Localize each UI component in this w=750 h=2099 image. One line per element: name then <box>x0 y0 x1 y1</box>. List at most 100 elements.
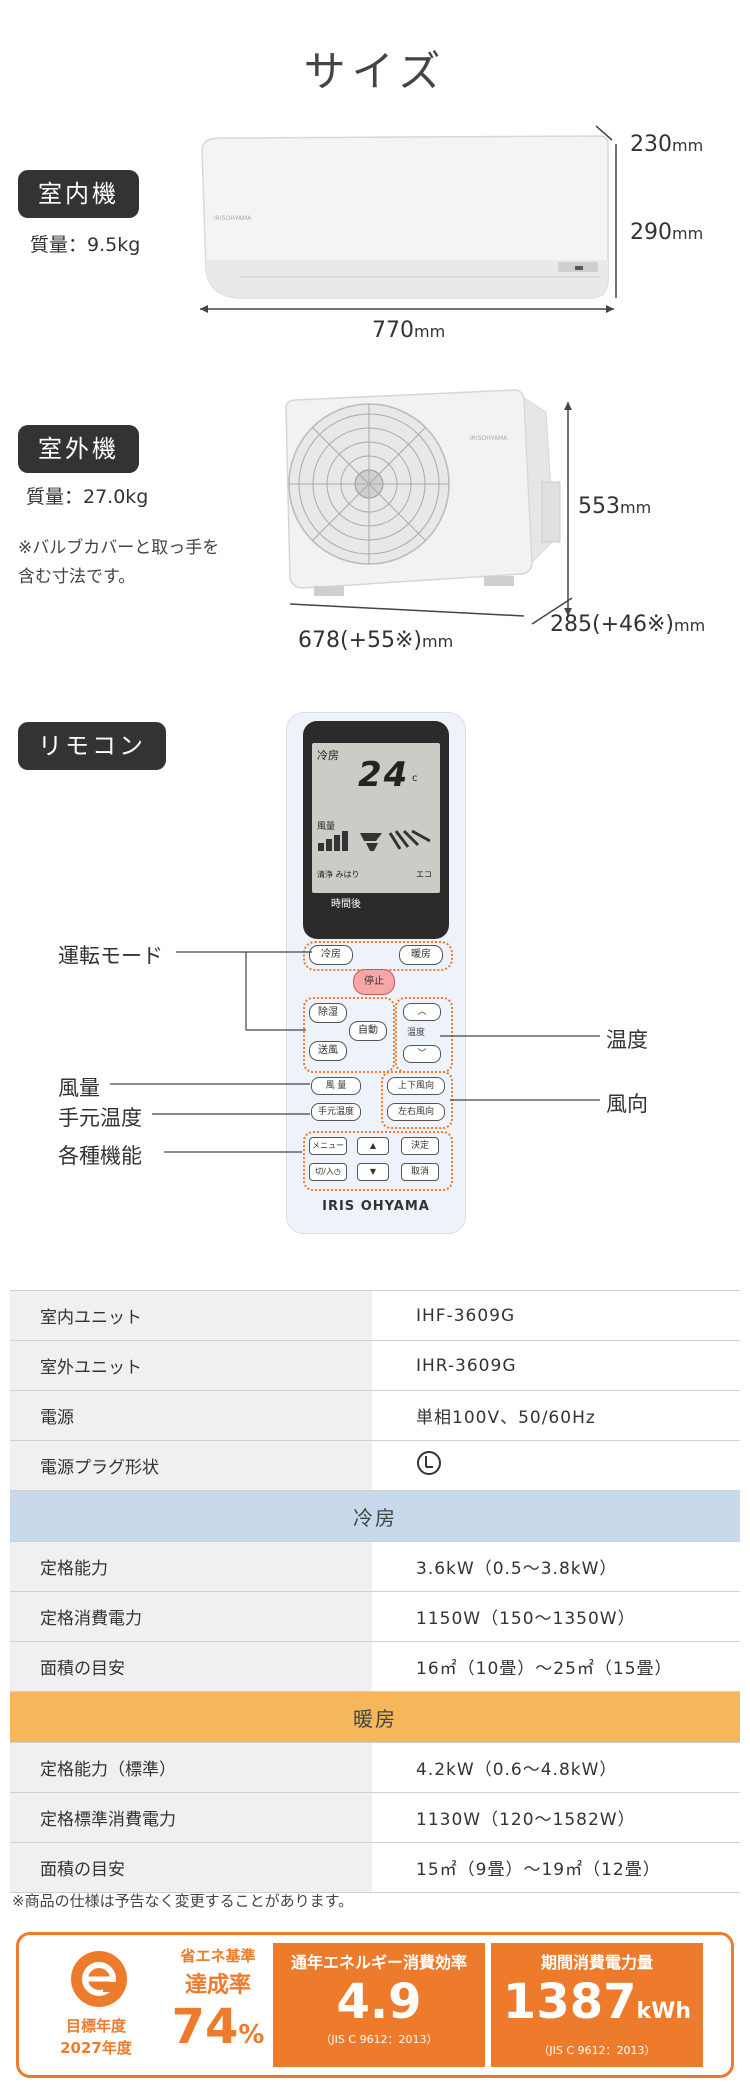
mode-group-highlight <box>303 997 395 1073</box>
spec-row: 定格能力（標準） 4.2kW（0.6～4.8kW） <box>10 1742 740 1793</box>
indoor-height: 290mm <box>630 220 704 245</box>
spec-row: 定格消費電力 1150W（150～1350W） <box>10 1592 740 1642</box>
spec-value: 16㎡（10畳）～25㎡（15畳） <box>416 1659 673 1679</box>
page-title: サイズ <box>303 47 447 96</box>
indoor-weight: 質量：9.5kg <box>30 234 141 256</box>
kwh-label: 期間消費電力量 <box>540 1953 653 1972</box>
horizontal-direction-button[interactable]: 左右風向 <box>387 1103 445 1121</box>
standard-label: 省エネ基準 <box>180 1947 256 1965</box>
stop-button[interactable]: 停止 <box>353 969 395 995</box>
spec-table: 室内ユニット IHF-3609G 室外ユニット IHR-3609G 電源 単相100V、5… <box>10 1290 740 1893</box>
remote-brand: IRIS OHYAMA <box>322 1199 430 1214</box>
spec-key: 室外ユニット <box>10 1341 372 1390</box>
plug-shape-icon <box>372 1450 442 1481</box>
indoor-brand-text: IRISOHYAMA <box>214 215 252 222</box>
apf-value: 4.9 <box>336 1974 422 2030</box>
spec-key: 電源 <box>10 1391 372 1440</box>
callout-mode: 運転モード <box>58 944 163 968</box>
lcd-eco: エコ <box>416 870 432 879</box>
heating-header: 暖房 <box>10 1692 740 1742</box>
outdoor-depth-arrow <box>531 597 573 625</box>
nav-down-button[interactable]: ▼ <box>357 1163 389 1181</box>
apf-panel: 通年エネルギー消費効率 4.9 （JIS C 9612：2013） <box>273 1943 485 2067</box>
menu-button[interactable]: メニュー <box>309 1137 347 1155</box>
fan-mode-button[interactable]: 送風 <box>309 1041 347 1061</box>
spec-key: 面積の目安 <box>10 1642 372 1691</box>
spec-row: 定格標準消費電力 1130W（120～1582W） <box>10 1793 740 1843</box>
fan-grille <box>288 403 450 565</box>
remote-lcd: 冷房 24 c 風量 清浄 みはり エコ <box>312 743 440 893</box>
lcd-temp-unit: c <box>412 773 418 784</box>
temp-down-button[interactable]: ﹀ <box>403 1045 441 1063</box>
temp-label: 温度 <box>407 1028 426 1038</box>
achieve-label: 達成率 <box>184 1973 251 1998</box>
achieve-rate: 74% <box>171 1999 265 2055</box>
vertical-direction-button[interactable]: 上下風向 <box>387 1077 445 1095</box>
indoor-depth: 230mm <box>630 132 704 157</box>
lcd-mode: 冷房 <box>317 749 339 762</box>
spec-key: 定格消費電力 <box>10 1592 372 1641</box>
remote-callout-lines <box>110 951 600 1153</box>
callout-functions: 各種機能 <box>58 1144 142 1168</box>
outdoor-height-arrow <box>564 402 572 616</box>
lcd-fan-bars-icon <box>318 829 431 851</box>
cancel-button[interactable]: 取消 <box>401 1163 439 1181</box>
outdoor-weight: 質量：27.0kg <box>26 486 149 508</box>
outdoor-height: 553mm <box>578 494 652 519</box>
spec-value: IHF-3609G <box>416 1305 516 1326</box>
indoor-unit-label: 室内機 <box>18 170 139 218</box>
heat-button[interactable]: 暖房 <box>399 945 443 965</box>
spec-value: 3.6kW（0.5～3.8kW） <box>416 1559 618 1579</box>
lcd-fan: 風量 <box>317 822 336 832</box>
spec-row: 電源プラグ形状 <box>10 1441 740 1491</box>
spec-row: 面積の目安 16㎡（10畳）～25㎡（15畳） <box>10 1642 740 1692</box>
kwh-standard: （JIS C 9612：2013） <box>538 2044 656 2057</box>
kwh-panel: 期間消費電力量 1387kWh （JIS C 9612：2013） <box>491 1943 703 2067</box>
ok-button[interactable]: 決定 <box>401 1137 439 1155</box>
spec-value: IHR-3609G <box>416 1355 517 1376</box>
outdoor-unit-label: 室外機 <box>18 425 139 473</box>
spec-row: 室外ユニット IHR-3609G <box>10 1341 740 1391</box>
lcd-clean: 清浄 みはり <box>317 870 360 879</box>
spec-key: 定格能力（標準） <box>10 1743 372 1792</box>
spec-key: 定格能力 <box>10 1542 372 1591</box>
callout-temp: 温度 <box>606 1028 648 1052</box>
onoff-timer-button[interactable]: 切/入◷ <box>309 1163 347 1181</box>
apf-label: 通年エネルギー消費効率 <box>290 1953 467 1972</box>
nav-up-button[interactable]: ▲ <box>357 1137 389 1155</box>
spec-value: 単相100V、50/60Hz <box>416 1408 596 1428</box>
energy-saving-mark-icon <box>71 1951 127 2007</box>
hand-temp-button[interactable]: 手元温度 <box>311 1103 361 1121</box>
spec-value: 1150W（150～1350W） <box>416 1609 636 1629</box>
outdoor-note: ※バルブカバーと取っ手を 含む寸法です。 <box>18 538 220 587</box>
kwh-value: 1387kWh <box>502 1974 692 2030</box>
spec-value: 1130W（120～1582W） <box>416 1810 636 1830</box>
outdoor-depth: 285(+46※)mm <box>550 612 706 637</box>
spec-key: 室内ユニット <box>10 1291 372 1340</box>
callout-fan: 風量 <box>58 1076 100 1100</box>
spec-key: 定格標準消費電力 <box>10 1793 372 1842</box>
callout-direction: 風向 <box>606 1092 648 1116</box>
function-group-highlight <box>303 1131 453 1191</box>
target-year: 目標年度 2027年度 <box>60 2017 132 2057</box>
indoor-width: 770mm <box>372 318 446 343</box>
dehumidify-button[interactable]: 除湿 <box>309 1003 347 1023</box>
spec-key: 面積の目安 <box>10 1843 372 1892</box>
temp-up-button[interactable]: ︿ <box>403 1003 441 1021</box>
remote-body: 冷房 24 c 風量 清浄 みはり エコ 時間後 冷房 暖房 停止 除湿 自動 … <box>286 712 466 1234</box>
spec-row: 電源 単相100V、50/60Hz <box>10 1391 740 1441</box>
energy-label-box: 目標年度 2027年度 省エネ基準 達成率 74% 通年エネルギー消費効率 4.… <box>16 1932 734 2078</box>
spec-value: 15㎡（9畳）～19㎡（12畳） <box>416 1860 661 1880</box>
lcd-timer: 時間後 <box>331 895 361 910</box>
cooling-header: 冷房 <box>10 1491 740 1541</box>
airflow-button[interactable]: 風 量 <box>311 1077 361 1095</box>
outdoor-width: 678(+55※)mm <box>298 628 454 653</box>
lcd-temperature: 24 <box>358 755 410 795</box>
outdoor-brand-text: IRISOHYAMA <box>470 435 508 442</box>
spec-value: 4.2kW（0.6～4.8kW） <box>416 1760 618 1780</box>
spec-row: 室内ユニット IHF-3609G <box>10 1290 740 1341</box>
auto-button[interactable]: 自動 <box>349 1021 387 1041</box>
spec-row: 面積の目安 15㎡（9畳）～19㎡（12畳） <box>10 1843 740 1893</box>
indoor-unit-illustration: IRISOHYAMA <box>201 125 617 299</box>
cool-button[interactable]: 冷房 <box>309 945 353 965</box>
